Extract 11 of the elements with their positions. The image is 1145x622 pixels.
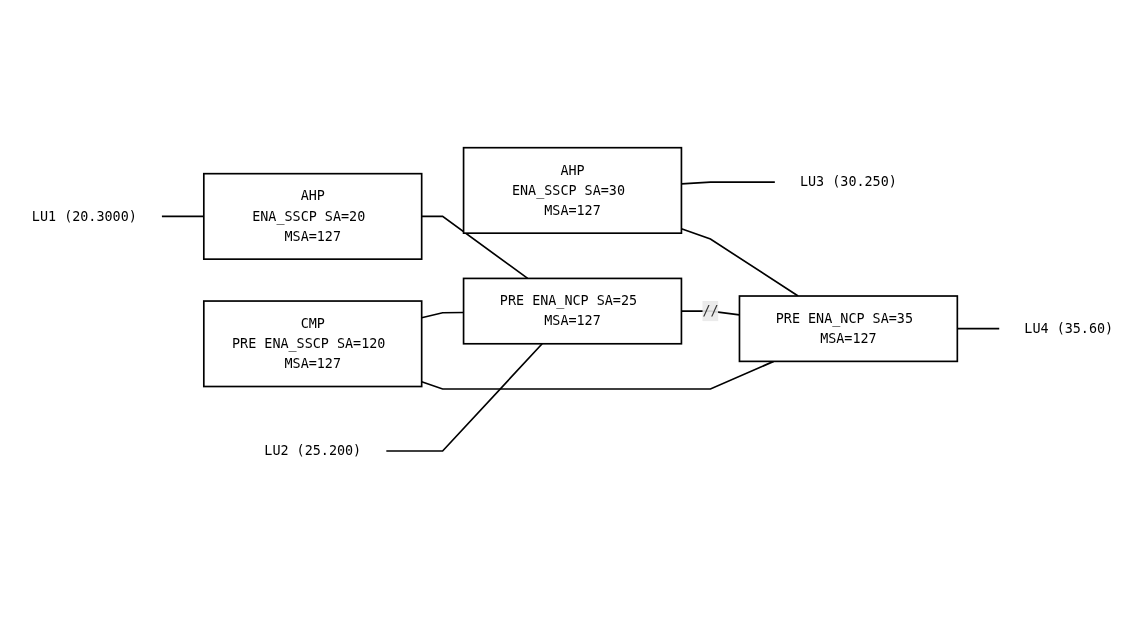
node-box: AHP ENA_SSCP SA=30 MSA=127 [462,147,683,235]
node-box: PRE ENA_NCP SA=35 MSA=127 [738,295,959,363]
node-text: LU2 (25.200) [264,442,362,459]
node-text: LU3 (30.250) [799,173,897,190]
node-text: LU1 (20.3000) [31,208,137,225]
node-box: AHP ENA_SSCP SA=20 MSA=127 [202,173,423,261]
node-text: LU4 (35.60) [1024,320,1114,337]
edge-label: // [702,303,719,319]
connector [385,343,543,453]
node-box: CMP PRE ENA_SSCP SA=120 MSA=127 [202,300,423,388]
node-box: PRE ENA_NCP SA=25 MSA=127 [462,277,683,345]
